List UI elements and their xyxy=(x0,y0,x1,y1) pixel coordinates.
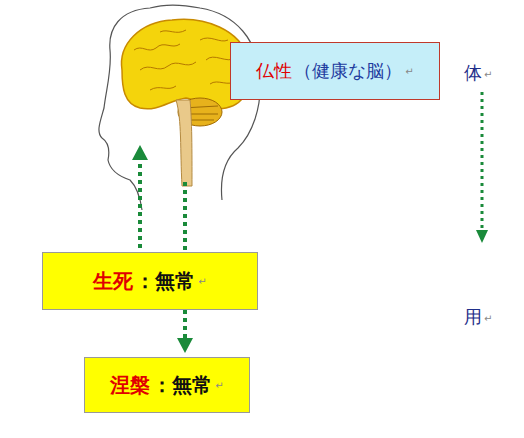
box-text: ↵ xyxy=(198,276,206,287)
box-text: ：無常 xyxy=(152,372,212,399)
arrow-head xyxy=(132,145,148,160)
brainstem xyxy=(176,100,192,186)
free-label: 体 xyxy=(464,64,482,82)
text-box: 涅槃：無常↵ xyxy=(84,357,250,413)
free-label: ↵ xyxy=(484,70,492,80)
brain-gyri xyxy=(134,30,238,90)
box-text: ↵ xyxy=(405,66,413,77)
arrow-head xyxy=(476,230,488,243)
box-text: 涅槃 xyxy=(110,372,150,399)
box-text: （健康な脳） xyxy=(294,59,402,83)
box-text: ：無常 xyxy=(135,268,195,295)
text-box: 生死：無常↵ xyxy=(42,252,258,310)
dotted-arrow-up xyxy=(138,160,142,248)
arrow-head xyxy=(177,338,193,353)
free-label: 用 xyxy=(464,308,482,326)
dotted-arrow-down xyxy=(481,92,484,230)
free-label: ↵ xyxy=(484,314,492,324)
box-text: 生死 xyxy=(93,268,133,295)
box-text: ↵ xyxy=(215,380,223,391)
box-text: 仏性 xyxy=(256,59,292,83)
head-outline xyxy=(99,5,260,210)
text-box: 仏性（健康な脳）↵ xyxy=(230,42,440,100)
